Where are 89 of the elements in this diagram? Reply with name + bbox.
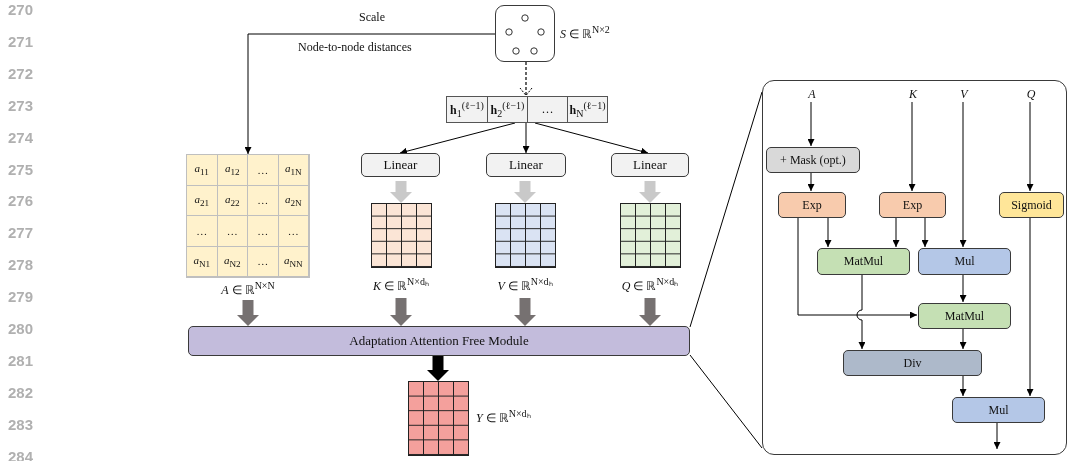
line-number: 277	[8, 224, 34, 242]
arrow	[522, 122, 530, 154]
line-number: 271	[8, 32, 34, 50]
arrow	[244, 33, 496, 155]
block-arrow	[514, 298, 536, 326]
line-number: 282	[8, 383, 34, 401]
matrix-cell: a$_{1N}$	[278, 155, 309, 186]
arrow	[921, 216, 929, 248]
line-number: 280	[8, 320, 34, 337]
matrix-cell: …	[248, 246, 279, 277]
detail-panel	[762, 80, 1067, 455]
line-number: 273	[8, 96, 34, 114]
math-label: Q ∈ ℝ$^{N×dₕ}$	[620, 275, 680, 294]
arrow	[824, 216, 832, 248]
operation-box: Div	[843, 350, 982, 376]
input-label: A	[804, 86, 820, 103]
matrix-cell: …	[278, 216, 309, 247]
matrix-cell: …	[187, 216, 218, 247]
operation-box: Adaptation Attention Free Module	[188, 326, 690, 356]
embedding-vector	[446, 96, 608, 123]
operation-box: Mul	[918, 248, 1011, 275]
arrow	[856, 273, 866, 350]
input-label: K	[905, 86, 921, 103]
math-label: S ∈ ℝ$^{N×2}$	[560, 24, 610, 42]
matrix-cell: a$_{N1}$	[187, 246, 218, 277]
math-label: Y ∈ ℝ$^{N×dₕ}$	[476, 407, 531, 426]
math-label: A ∈ ℝ$^{N×N}$	[220, 280, 276, 298]
line-number: 272	[8, 64, 34, 82]
matrix-cell: …	[248, 185, 279, 216]
block-arrow	[390, 298, 412, 326]
arrow	[807, 101, 815, 147]
line-number: 276	[8, 192, 34, 210]
line-number: 281	[8, 351, 34, 369]
arrow	[399, 122, 516, 155]
operation-box: + Mask (opt.)	[766, 147, 860, 173]
arrow	[959, 374, 967, 397]
operation-box: MatMul	[918, 303, 1011, 329]
matrix-cell: …	[248, 216, 279, 247]
operation-box: Exp	[879, 192, 946, 218]
matrix-cell: a$_{22}$	[217, 185, 248, 216]
matrix-cell: a$_{2N}$	[278, 185, 309, 216]
connector-line	[689, 354, 763, 449]
line-number: 279	[8, 288, 34, 306]
operation-box: Linear	[486, 153, 566, 177]
dashed-arrow	[519, 61, 533, 97]
input-label: Q	[1023, 86, 1039, 103]
line-number: 284	[8, 447, 34, 461]
operation-box: MatMul	[817, 248, 910, 275]
matrix-cell: a$_{N2}$	[217, 246, 248, 277]
line-number: 278	[8, 256, 34, 274]
line-number: 274	[8, 128, 34, 146]
math-label: V ∈ ℝ$^{N×dₕ}$	[496, 275, 554, 294]
arrow	[797, 216, 918, 319]
block-arrow	[237, 300, 259, 326]
block-arrow	[639, 298, 661, 326]
block-arrow	[390, 181, 412, 203]
line-number: 283	[8, 415, 34, 433]
arrow	[1026, 101, 1034, 192]
line-number: 275	[8, 160, 34, 178]
operation-box: Mul	[952, 397, 1045, 423]
matrix-cell: a$_{12}$	[217, 155, 248, 186]
arrow	[993, 421, 1001, 450]
operation-box: Linear	[361, 153, 440, 177]
matrix-cell: a$_{11}$	[187, 155, 218, 186]
matrix-cell: …	[248, 155, 279, 186]
arrow	[1026, 216, 1034, 397]
connector-line	[689, 91, 763, 328]
block-arrow	[427, 356, 449, 381]
point-set-box	[495, 5, 555, 62]
math-label: K ∈ ℝ$^{N×dₕ}$	[372, 275, 430, 294]
line-number: 270	[8, 1, 34, 18]
arrow	[892, 216, 900, 248]
arrow	[807, 171, 815, 192]
input-label: V	[956, 86, 972, 103]
arrow	[959, 327, 967, 350]
operation-box: Exp	[778, 192, 846, 218]
block-arrow	[639, 181, 661, 203]
operation-box: Sigmoid	[999, 192, 1064, 218]
arrow	[908, 101, 916, 192]
operation-box: Linear	[611, 153, 689, 177]
matrix-cell: …	[217, 216, 248, 247]
arrow	[959, 273, 967, 303]
matrix-cell: a$_{NN}$	[278, 246, 309, 277]
arrow	[959, 101, 967, 248]
arrow	[534, 122, 649, 155]
matrix-cell: a$_{21}$	[187, 185, 218, 216]
vector-cell: …	[527, 97, 567, 122]
block-arrow	[514, 181, 536, 203]
note-text: Node-to-node distances	[298, 40, 412, 55]
